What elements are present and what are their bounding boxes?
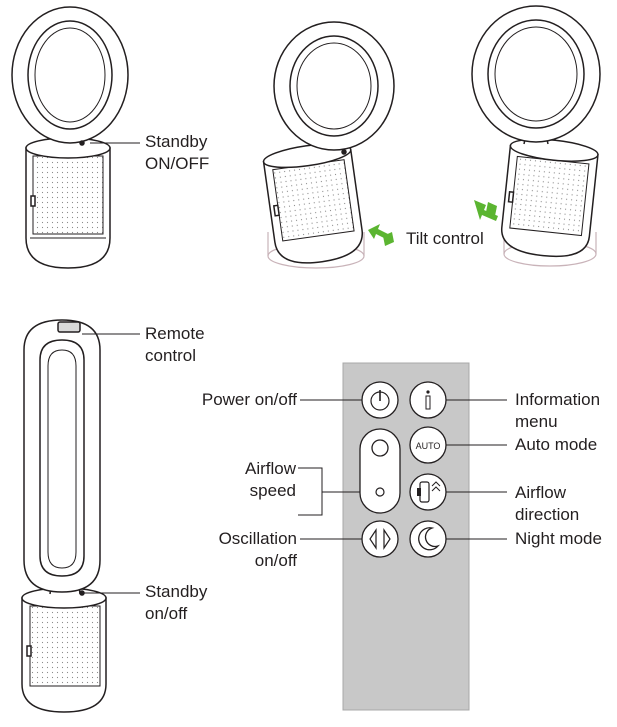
label-standby-top-line2: ON/OFF (145, 154, 210, 173)
airflow-speed-icon (359, 428, 401, 514)
label-oscillation: Oscillation on/off (219, 528, 297, 572)
label-auto-mode: Auto mode (515, 435, 598, 454)
label-standby-bottom-line2: on/off (145, 604, 188, 623)
label-remote-control-line1: Remote (145, 324, 205, 343)
purifier-tower (21, 319, 107, 713)
label-information-line2: menu (515, 412, 558, 431)
label-power: Power on/off (201, 390, 297, 409)
night-mode-icon (409, 520, 447, 558)
label-airflow-direction: Airflow direction (515, 482, 579, 526)
label-airflow-speed: Airflow speed (245, 458, 296, 502)
label-oscillation-line2: on/off (254, 551, 297, 570)
label-standby-bottom: Standby on/off (145, 581, 207, 625)
label-standby-top: Standby ON/OFF (145, 131, 209, 175)
leader-lines (82, 142, 507, 594)
label-airflow-direction-line2: direction (515, 505, 580, 524)
label-information-line1: Information (515, 390, 601, 409)
label-standby-top-line1: Standby (145, 132, 208, 151)
remote-control: AUTO (342, 362, 470, 711)
auto-button-text: AUTO (416, 441, 441, 451)
label-information: Information menu (515, 389, 600, 433)
airflow-direction-icon (409, 473, 447, 511)
label-airflow-speed-line2: speed (249, 481, 296, 500)
label-remote-control-line2: control (145, 346, 197, 365)
label-airflow-speed-line1: Airflow (244, 459, 296, 478)
oscillation-icon (361, 520, 399, 558)
label-standby-bottom-line1: Standby (145, 582, 208, 601)
purifier-tilted-back (471, 5, 601, 267)
label-tilt-control: Tilt control (406, 229, 484, 248)
purifier-tilted-forward (262, 21, 395, 269)
auto-mode-icon: AUTO (409, 426, 447, 464)
label-airflow-direction-line1: Airflow (515, 483, 567, 502)
label-remote-control: Remote control (145, 323, 205, 367)
information-icon (409, 381, 447, 419)
power-icon (361, 381, 399, 419)
purifier-upright (11, 6, 129, 269)
tilt-arrow-icon (368, 200, 498, 246)
label-night-mode: Night mode (515, 529, 602, 548)
label-oscillation-line1: Oscillation (218, 529, 297, 548)
